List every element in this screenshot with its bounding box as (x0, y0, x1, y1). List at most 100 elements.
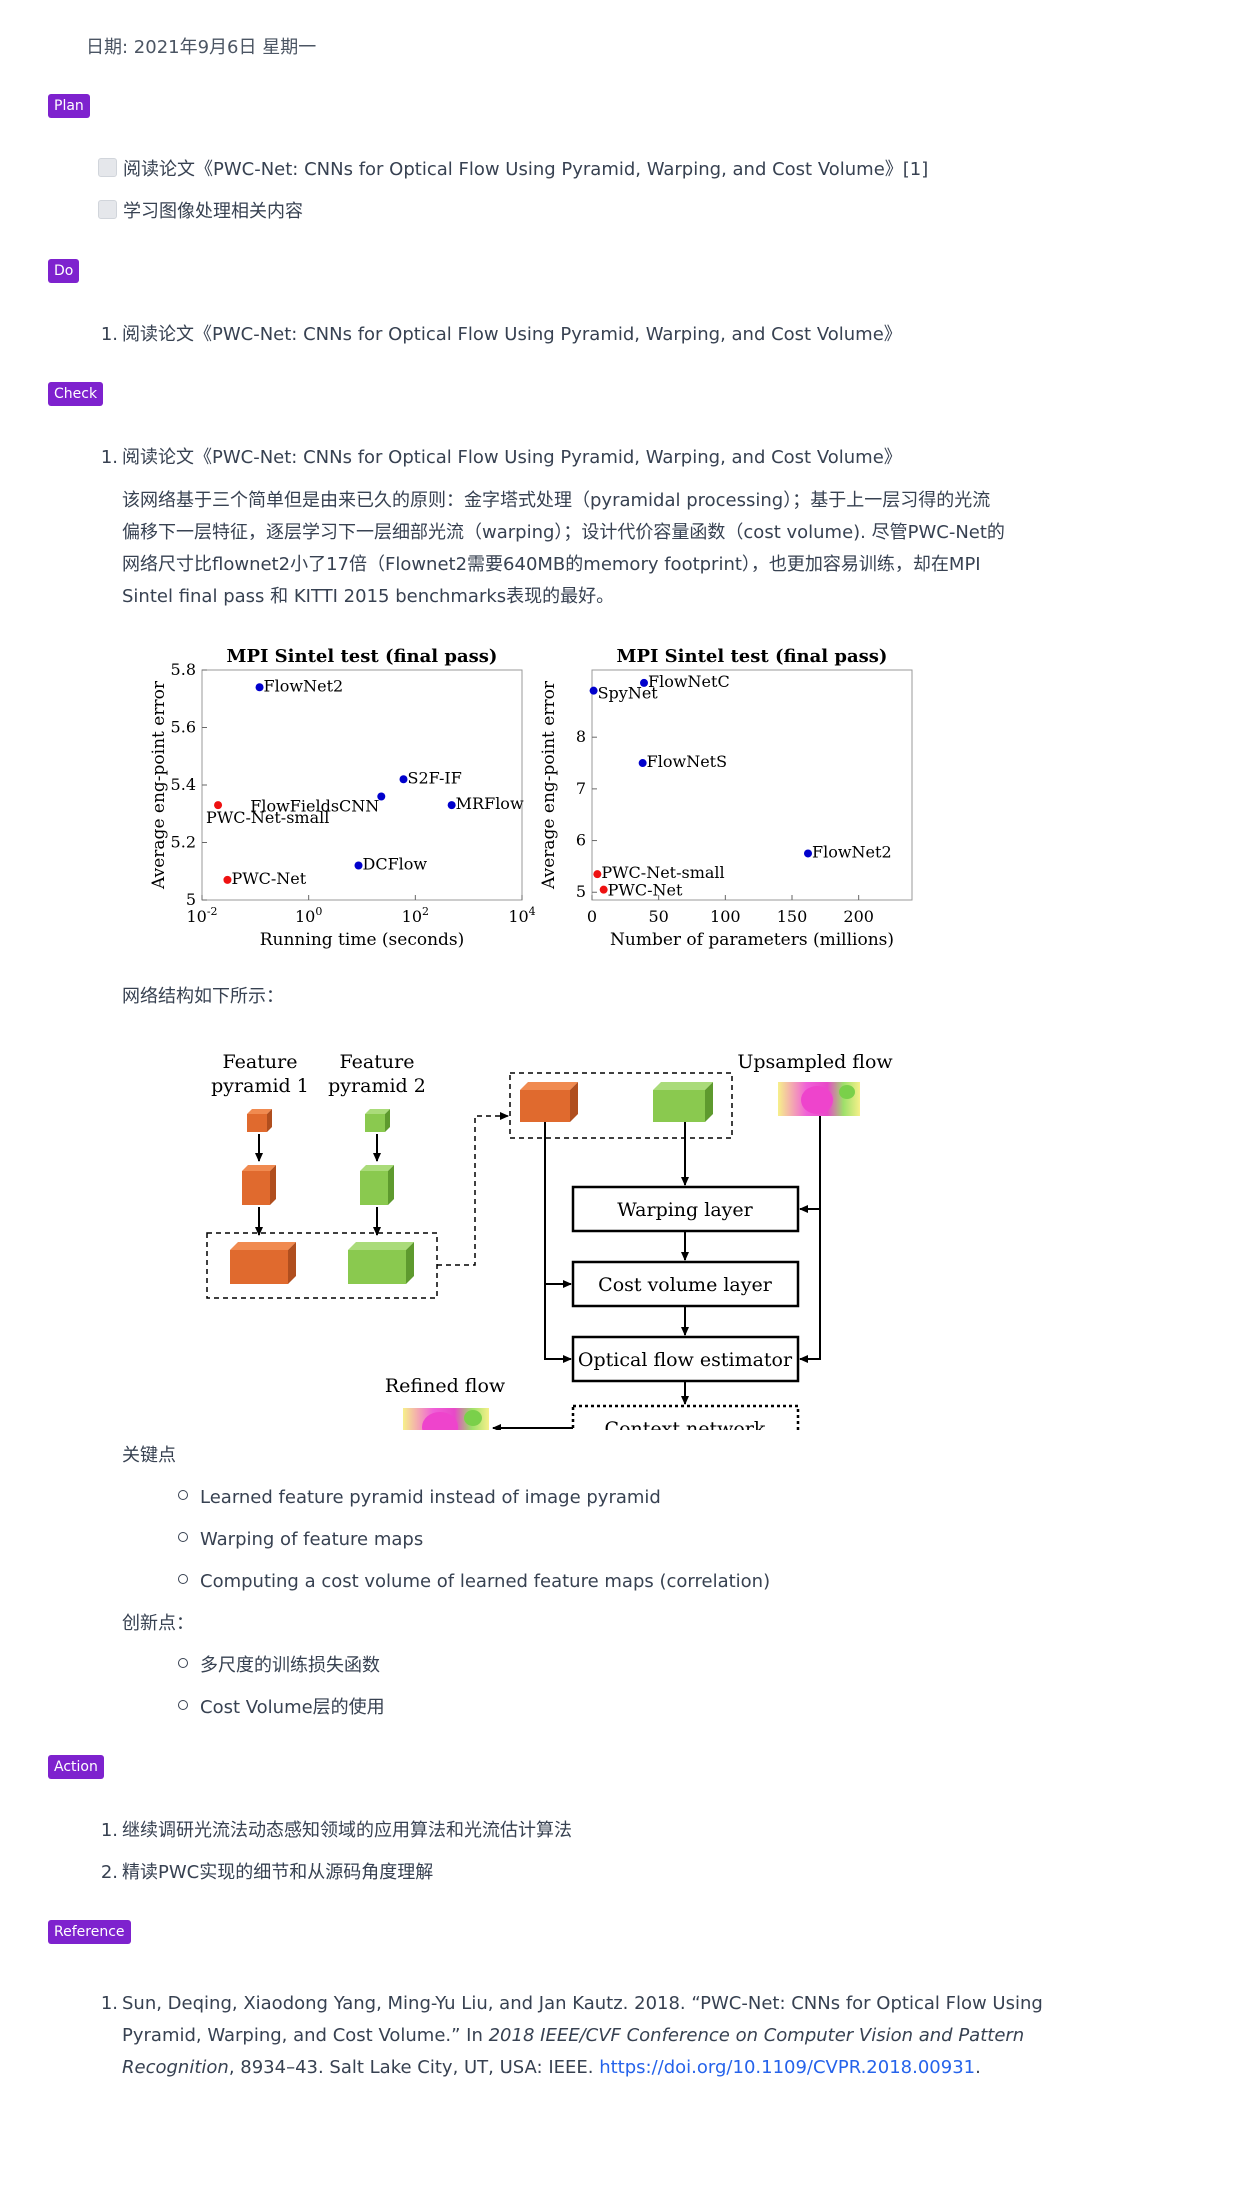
chart-title: MPI Sintel test (final pass) (617, 646, 888, 667)
scatter-charts-figure: MPI Sintel test (final pass) Running time… (150, 646, 913, 950)
tag-check[interactable]: Check (48, 382, 104, 406)
data-point (804, 849, 812, 858)
x-tick-label: 100 (710, 907, 741, 926)
list-number: 1. (100, 1993, 118, 2014)
warping-layer-box (571, 1185, 800, 1233)
bullet-icon (178, 1490, 188, 1500)
current-level-box (509, 1072, 733, 1139)
innovation-label: 创新点： (122, 1613, 194, 1634)
data-point (255, 683, 264, 692)
point-label: FlowNet2 (264, 676, 344, 695)
list-text: Learned feature pyramid instead of image… (200, 1487, 661, 1508)
list-number: 1. (100, 447, 118, 468)
innovation-item: 多尺度的训练损失函数 (178, 1654, 380, 1678)
checkbox[interactable] (98, 200, 117, 219)
upsampled-flow-label: Upsampled flow (737, 1051, 893, 1073)
data-point (640, 678, 648, 687)
cube-orange-large (230, 1242, 296, 1284)
y-tick-label: 5 (186, 890, 196, 909)
tag-reference[interactable]: Reference (48, 1920, 131, 1944)
optical-flow-estimator-label: Optical flow estimator (578, 1349, 793, 1371)
x-axis-label: Number of parameters (millions) (610, 930, 894, 950)
y-tick-label: 5.8 (171, 660, 196, 679)
x-tick-label: 102 (402, 905, 429, 926)
y-tick-label: 6 (576, 831, 586, 850)
list-text: 继续调研光流法动态感知领域的应用算法和光流估计算法 (122, 1820, 572, 1841)
plan-item-2[interactable]: 学习图像处理相关内容 (98, 200, 303, 224)
check-paragraph: 该网络基于三个简单但是由来已久的原则：金字塔式处理（pyramidal proc… (122, 485, 1042, 613)
y-axis-label: Average eng-point error (150, 680, 169, 890)
y-axis-label: Average eng-point error (539, 680, 559, 890)
checkbox[interactable] (98, 158, 117, 177)
list-text: Warping of feature maps (200, 1529, 424, 1550)
key-points-label: 关键点 (122, 1445, 176, 1466)
plan-item-1[interactable]: 阅读论文《PWC-Net: CNNs for Optical Flow Usin… (98, 158, 928, 182)
reference-text: Sun, Deqing, Xiaodong Yang, Ming-Yu Liu,… (122, 1993, 1043, 2014)
optical-flow-estimator-box (571, 1335, 800, 1383)
list-text: 阅读论文《PWC-Net: CNNs for Optical Flow Usin… (122, 324, 902, 345)
data-point (593, 870, 602, 879)
data-point (377, 792, 386, 801)
action-item-2: 2.精读PWC实现的细节和从源码角度理解 (98, 1861, 433, 1885)
point-label: S2F-IF (408, 768, 462, 787)
reference-line-3: Recognition, 8934–43. Salt Lake City, UT… (98, 2052, 1038, 2084)
list-text: Cost Volume层的使用 (200, 1697, 385, 1718)
point-label: MRFlow (456, 794, 524, 813)
y-tick-label: 7 (576, 779, 586, 798)
bullet-icon (178, 1700, 188, 1710)
feature-pyramid-2-label: pyramid 2 (328, 1075, 426, 1097)
key-point-item: Computing a cost volume of learned featu… (178, 1570, 770, 1594)
tag-plan[interactable]: Plan (48, 94, 90, 118)
list-number: 1. (100, 324, 118, 345)
x-axis-label: Running time (seconds) (260, 930, 465, 950)
data-point (447, 801, 456, 810)
context-network-label: Context network (605, 1418, 766, 1430)
x-tick-label: 10-2 (186, 905, 217, 926)
chart-parameters: MPI Sintel test (final pass) Number of pa… (539, 646, 913, 950)
point-label: PWC-Net (231, 869, 306, 888)
cube-green-small (365, 1109, 390, 1132)
tag-action[interactable]: Action (48, 1755, 104, 1779)
tag-do[interactable]: Do (48, 259, 80, 283)
list-text: 精读PWC实现的细节和从源码角度理解 (122, 1862, 434, 1883)
cube-orange-level (520, 1082, 578, 1122)
bullet-icon (178, 1658, 188, 1668)
reference-line-2: Pyramid, Warping, and Cost Volume.” In 2… (98, 2020, 1038, 2052)
feature-pyramid-1-label: Feature (223, 1051, 298, 1073)
bullet-icon (178, 1574, 188, 1584)
data-point (354, 861, 363, 870)
point-label: DCFlow (363, 855, 428, 874)
bullet-icon (178, 1532, 188, 1542)
reference-venue: Recognition (122, 2057, 229, 2078)
do-item-1: 1.阅读论文《PWC-Net: CNNs for Optical Flow Us… (98, 323, 902, 347)
cube-green-large (348, 1242, 414, 1284)
warping-layer-label: Warping layer (617, 1199, 753, 1221)
structure-label: 网络结构如下所示： (122, 986, 284, 1007)
x-tick-label: 150 (777, 907, 808, 926)
feature-pyramid-1-label: pyramid 1 (211, 1075, 309, 1097)
x-tick-label: 100 (295, 905, 322, 926)
upsampled-flow-image (778, 1082, 860, 1116)
check-item-1: 1.阅读论文《PWC-Net: CNNs for Optical Flow Us… (98, 446, 902, 470)
reference-line-1: 1.Sun, Deqing, Xiaodong Yang, Ming-Yu Li… (98, 1988, 1043, 2020)
y-tick-label: 5 (576, 882, 586, 901)
context-network-box (571, 1404, 800, 1430)
reference-text: Pyramid, Warping, and Cost Volume.” In (122, 2025, 489, 2046)
point-label: SpyNet (598, 684, 659, 703)
cube-green-medium (360, 1165, 394, 1205)
point-label: PWC-Net-small (206, 808, 329, 827)
list-text: 阅读论文《PWC-Net: CNNs for Optical Flow Usin… (122, 447, 902, 468)
paragraph-line: Sintel final pass 和 KITTI 2015 benchmark… (122, 586, 615, 607)
y-tick-label: 5.2 (171, 833, 196, 852)
paragraph-line: 网络尺寸比flownet2小了17倍（Flownet2需要640MB的memor… (122, 554, 981, 575)
data-point (214, 801, 223, 810)
x-tick-label: 200 (843, 907, 874, 926)
refined-flow-label: Refined flow (385, 1375, 506, 1397)
doi-link[interactable]: https://doi.org/10.1109/CVPR.2018.00931 (599, 2057, 976, 2078)
plan-item-text: 阅读论文《PWC-Net: CNNs for Optical Flow Usin… (123, 159, 929, 180)
chart-running-time: MPI Sintel test (final pass)Running time… (150, 646, 536, 950)
data-point (638, 759, 647, 768)
reference-text: , 8934–43. Salt Lake City, UT, USA: IEEE… (228, 2057, 600, 2078)
key-point-item: Warping of feature maps (178, 1528, 423, 1552)
plot-frame (591, 669, 913, 901)
